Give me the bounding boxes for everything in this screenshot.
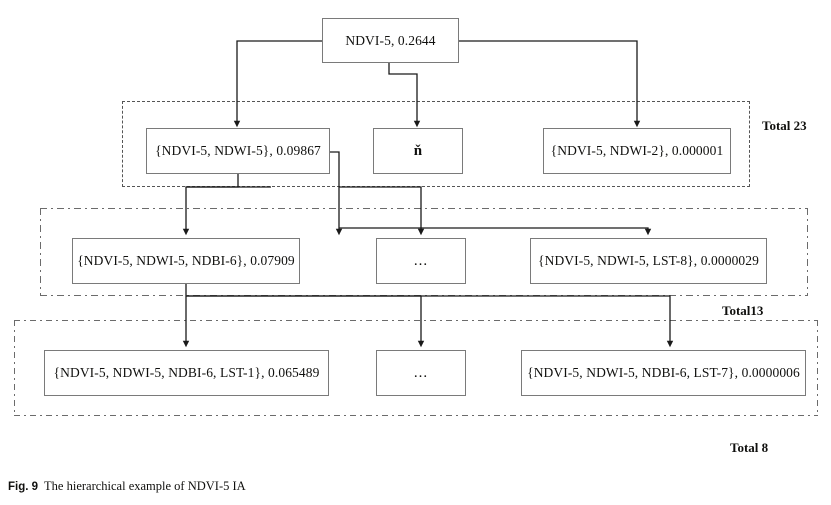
total-label-level-4: Total 8 [730,440,769,455]
node-level3-itemset-1[interactable]: {NDVI-5, NDWI-5, NDBI-6}, 0.07909 [72,238,300,284]
node-level2-itemset-2[interactable]: {NDVI-5, NDWI-2}, 0.000001 [543,128,731,174]
node-level3-ellipsis[interactable]: ... [376,238,466,284]
figure-caption-text: The hierarchical example of NDVI-5 IA [44,479,246,493]
group-level-2 [122,101,750,187]
figure-label: Fig. 9 [8,481,39,493]
node-level4-itemset-1[interactable]: {NDVI-5, NDWI-5, NDBI-6, LST-1}, 0.06548… [44,350,329,396]
node-root[interactable]: NDVI-5, 0.2644 [322,18,459,63]
node-level3-itemset-2[interactable]: {NDVI-5, NDWI-5, LST-8}, 0.0000029 [530,238,767,284]
total-label-level-2: Total 23 [762,118,807,133]
figure-caption: Fig. 9 The hierarchical example of NDVI-5… [8,479,246,494]
node-level4-itemset-2[interactable]: {NDVI-5, NDWI-5, NDBI-6, LST-7}, 0.00000… [521,350,806,396]
node-level2-ellipsis[interactable]: ň [373,128,463,174]
node-level2-itemset-1[interactable]: {NDVI-5, NDWI-5}, 0.09867 [146,128,330,174]
node-level4-ellipsis[interactable]: ... [376,350,466,396]
total-label-level-3: Total13 [722,303,764,318]
